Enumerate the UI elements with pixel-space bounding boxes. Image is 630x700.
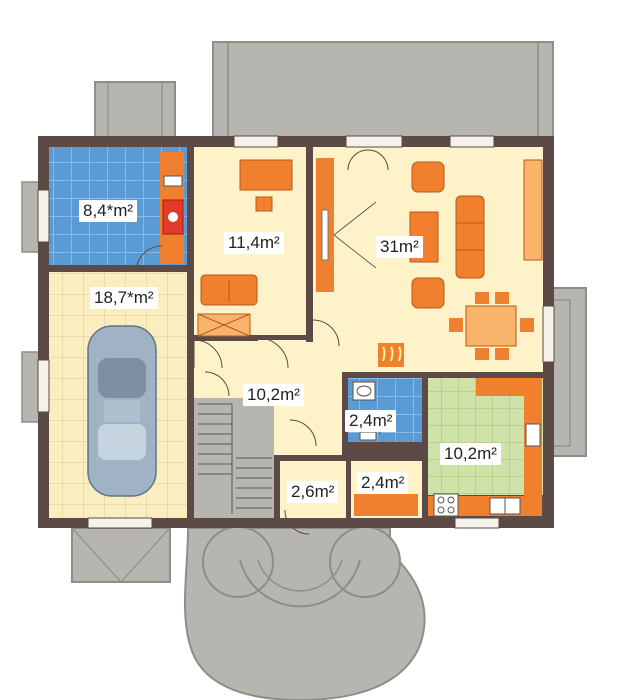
- entrance-terrace: [183, 526, 426, 700]
- room-area-label-wc: 2,4m²: [345, 410, 397, 432]
- living-sightlines: [333, 201, 377, 269]
- room-area-label-pantry: 2,4m²: [357, 472, 409, 494]
- car-icon: [87, 325, 157, 497]
- sink-icon: [489, 497, 521, 515]
- terrace-right: [547, 287, 587, 457]
- kitchen-floor: [422, 377, 543, 495]
- tv: [321, 209, 329, 261]
- stairs-steps: [198, 403, 272, 514]
- washbasin-icon: [352, 381, 376, 401]
- fireplace-icon: [378, 343, 404, 367]
- room-area-label-boiler: 8,4*m²: [79, 200, 138, 222]
- boiler-cabinet: [163, 175, 183, 187]
- terrace-left-small: [94, 81, 176, 141]
- room-area-label-hall: 10,2m²: [243, 384, 304, 406]
- armchair-bottom: [411, 277, 445, 309]
- room-area-label-study: 11,4m²: [224, 232, 284, 254]
- windows: [37, 135, 555, 529]
- desk-chair: [255, 196, 273, 212]
- terrace-top: [212, 41, 554, 139]
- desk: [239, 159, 293, 191]
- room-area-label-kitchen: 10,2m²: [440, 443, 501, 465]
- stove-icon: [433, 493, 459, 517]
- garage-apron: [71, 527, 171, 583]
- wardrobe: [197, 313, 251, 337]
- room-area-label-vestibule: 2,6m²: [287, 481, 339, 503]
- sideboard-right: [523, 159, 543, 261]
- dining-set: [449, 292, 534, 360]
- sofa-living: [455, 195, 485, 279]
- boiler-icon: [162, 199, 184, 235]
- room-area-label-garage: 18,7*m²: [90, 287, 158, 309]
- sofa-study: [200, 274, 258, 306]
- fridge: [525, 423, 541, 447]
- armchair-top: [411, 161, 445, 193]
- pantry-shelves: [354, 494, 418, 516]
- toilet-icon: [359, 431, 377, 441]
- room-area-label-living: 31m²: [376, 236, 423, 258]
